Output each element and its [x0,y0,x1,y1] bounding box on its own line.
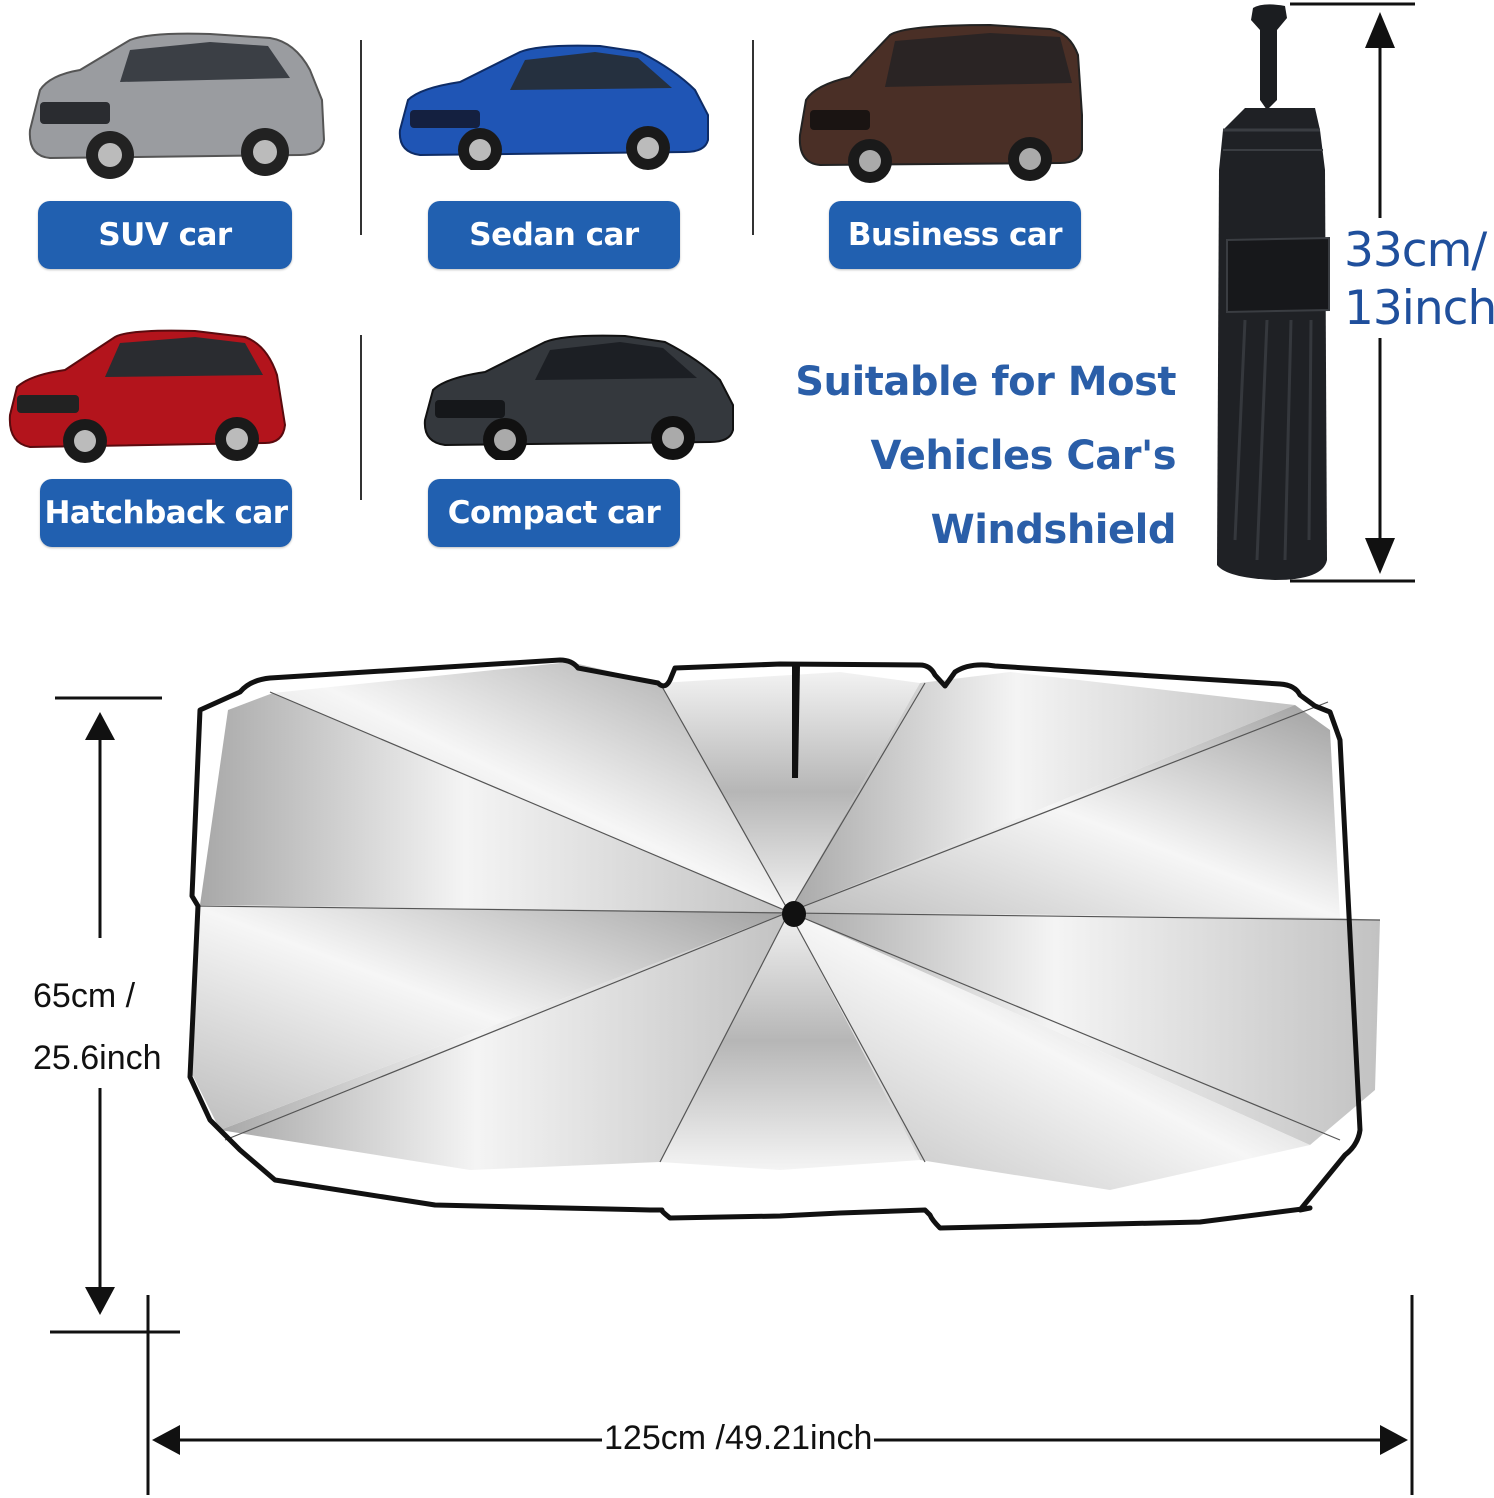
badge-suv-car: SUV car [38,201,292,269]
sunshade-height-dimension-arrow [50,696,180,1334]
compatibility-headline: Suitable for Most Vehicles Car's Windshi… [795,345,1176,567]
umbrella-length-dimension-arrow [1290,2,1415,583]
headline-line-1: Suitable for Most [795,359,1176,405]
sunshade-height-inch: 25.6inch [33,1039,162,1077]
badge-compact-car: Compact car [428,479,680,547]
sedan-car-image [390,30,720,172]
hatchback-car-image [5,315,290,465]
sunshade-width-dimension-arrow [146,1295,1414,1495]
umbrella-length-inch: 13inch [1344,281,1494,336]
sunshade-height-cm: 65cm / [33,977,136,1015]
headline-line-2: Vehicles Car's [870,433,1177,479]
business-car-image [790,15,1090,185]
badge-hatchback-car: Hatchback car [40,479,292,547]
sunshade-height-label: 65cm / 25.6inch [33,965,162,1089]
headline-line-3: Windshield [930,507,1177,553]
divider [360,40,362,235]
sunshade-width-label: 125cm /49.21inch [602,1419,875,1458]
badge-business-car: Business car [829,201,1081,269]
windshield-sunshade-image [187,657,1381,1231]
compact-car-image [415,320,745,462]
badge-sedan-car: Sedan car [428,201,680,269]
umbrella-length-label: 33cm/ 13inch [1344,222,1494,338]
divider [752,40,754,235]
umbrella-length-cm: 33cm/ [1344,223,1487,278]
folded-umbrella-image [1205,0,1335,590]
suv-car-image [10,20,330,180]
divider [360,335,362,500]
